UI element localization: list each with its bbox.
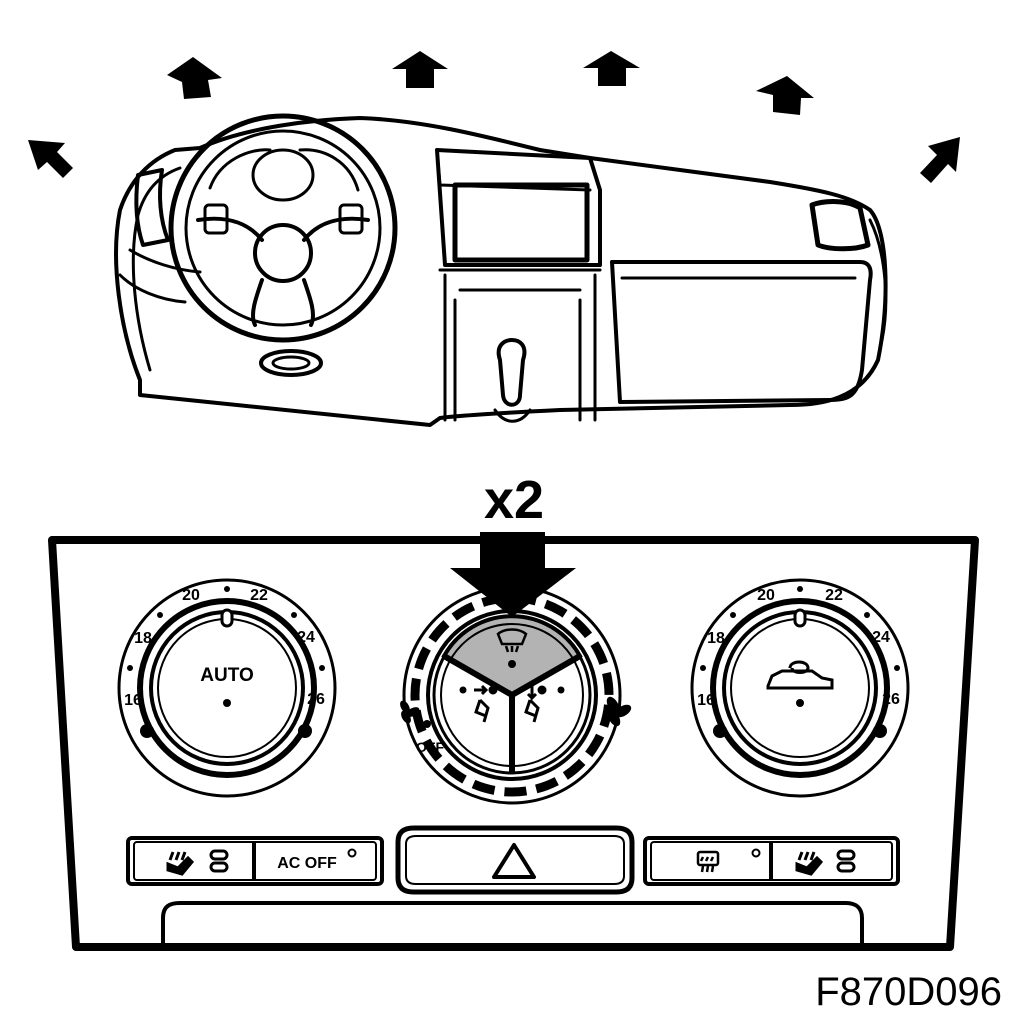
airflow-arrow-icon bbox=[756, 76, 814, 115]
airflow-arrow-icon bbox=[392, 51, 448, 88]
center-fan-mode-knob[interactable]: OFF bbox=[379, 562, 644, 827]
windshield-defrost-icon bbox=[496, 628, 528, 653]
airflow-arrow-icon bbox=[583, 51, 640, 86]
fan-high-icon bbox=[606, 696, 632, 727]
temp-24-label: 24 bbox=[872, 629, 890, 646]
temp-16-label: 16 bbox=[124, 692, 142, 709]
figure-code: F870D096 bbox=[815, 970, 1002, 1014]
foot-vent-icon bbox=[524, 684, 547, 723]
temp-26-label: 26 bbox=[307, 691, 325, 708]
hazard-triangle-icon bbox=[492, 843, 536, 879]
auto-label: AUTO bbox=[200, 665, 253, 686]
hazard-button[interactable] bbox=[395, 825, 635, 895]
fan-low-icon bbox=[400, 700, 420, 724]
airflow-arrow-icon bbox=[28, 140, 73, 178]
dashboard-illustration bbox=[114, 113, 888, 427]
ac-off-button[interactable]: AC OFF bbox=[277, 848, 357, 873]
ac-off-label: AC OFF bbox=[277, 855, 337, 872]
fan-off-label: OFF bbox=[416, 739, 444, 755]
face-vent-icon bbox=[474, 684, 498, 723]
temp-24-label: 24 bbox=[297, 629, 315, 646]
center-display bbox=[452, 182, 590, 263]
right-temperature-knob[interactable]: 16 18 20 22 24 26 bbox=[690, 578, 910, 798]
temp-18-label: 18 bbox=[134, 630, 152, 647]
left-button-group: AC OFF bbox=[126, 836, 384, 886]
climate-control-panel bbox=[48, 536, 979, 951]
temp-20-label: 20 bbox=[182, 587, 200, 604]
steering-wheel bbox=[168, 113, 398, 343]
temp-26-label: 26 bbox=[882, 691, 900, 708]
left-temperature-knob[interactable]: AUTO 16 18 20 22 24 26 bbox=[117, 578, 337, 798]
right-button-group bbox=[643, 836, 900, 886]
ac-off-indicator bbox=[347, 848, 357, 858]
seat-heat-level-indicator bbox=[209, 849, 229, 873]
temp-22-label: 22 bbox=[250, 587, 268, 604]
airflow-arrow-icon bbox=[167, 57, 222, 99]
rear-defrost-button[interactable] bbox=[696, 848, 761, 873]
seat-heater-icon bbox=[166, 851, 195, 876]
rear-defrost-icon bbox=[696, 850, 720, 873]
airflow-arrow-icon bbox=[920, 137, 960, 183]
temp-20-label: 20 bbox=[757, 587, 775, 604]
seat-heater-icon bbox=[795, 851, 824, 876]
recirculation-car-icon bbox=[766, 660, 834, 690]
left-seat-heater-button[interactable] bbox=[166, 849, 229, 876]
press-count-label: x2 bbox=[484, 470, 544, 530]
right-seat-heater-button[interactable] bbox=[795, 849, 856, 876]
seat-heat-level-indicator bbox=[836, 849, 856, 873]
press-arrow-icon bbox=[450, 532, 576, 617]
temp-18-label: 18 bbox=[707, 630, 725, 647]
temp-16-label: 16 bbox=[697, 692, 715, 709]
temp-22-label: 22 bbox=[825, 587, 843, 604]
rear-defrost-indicator bbox=[751, 848, 761, 858]
airflow-arrows bbox=[28, 51, 960, 183]
